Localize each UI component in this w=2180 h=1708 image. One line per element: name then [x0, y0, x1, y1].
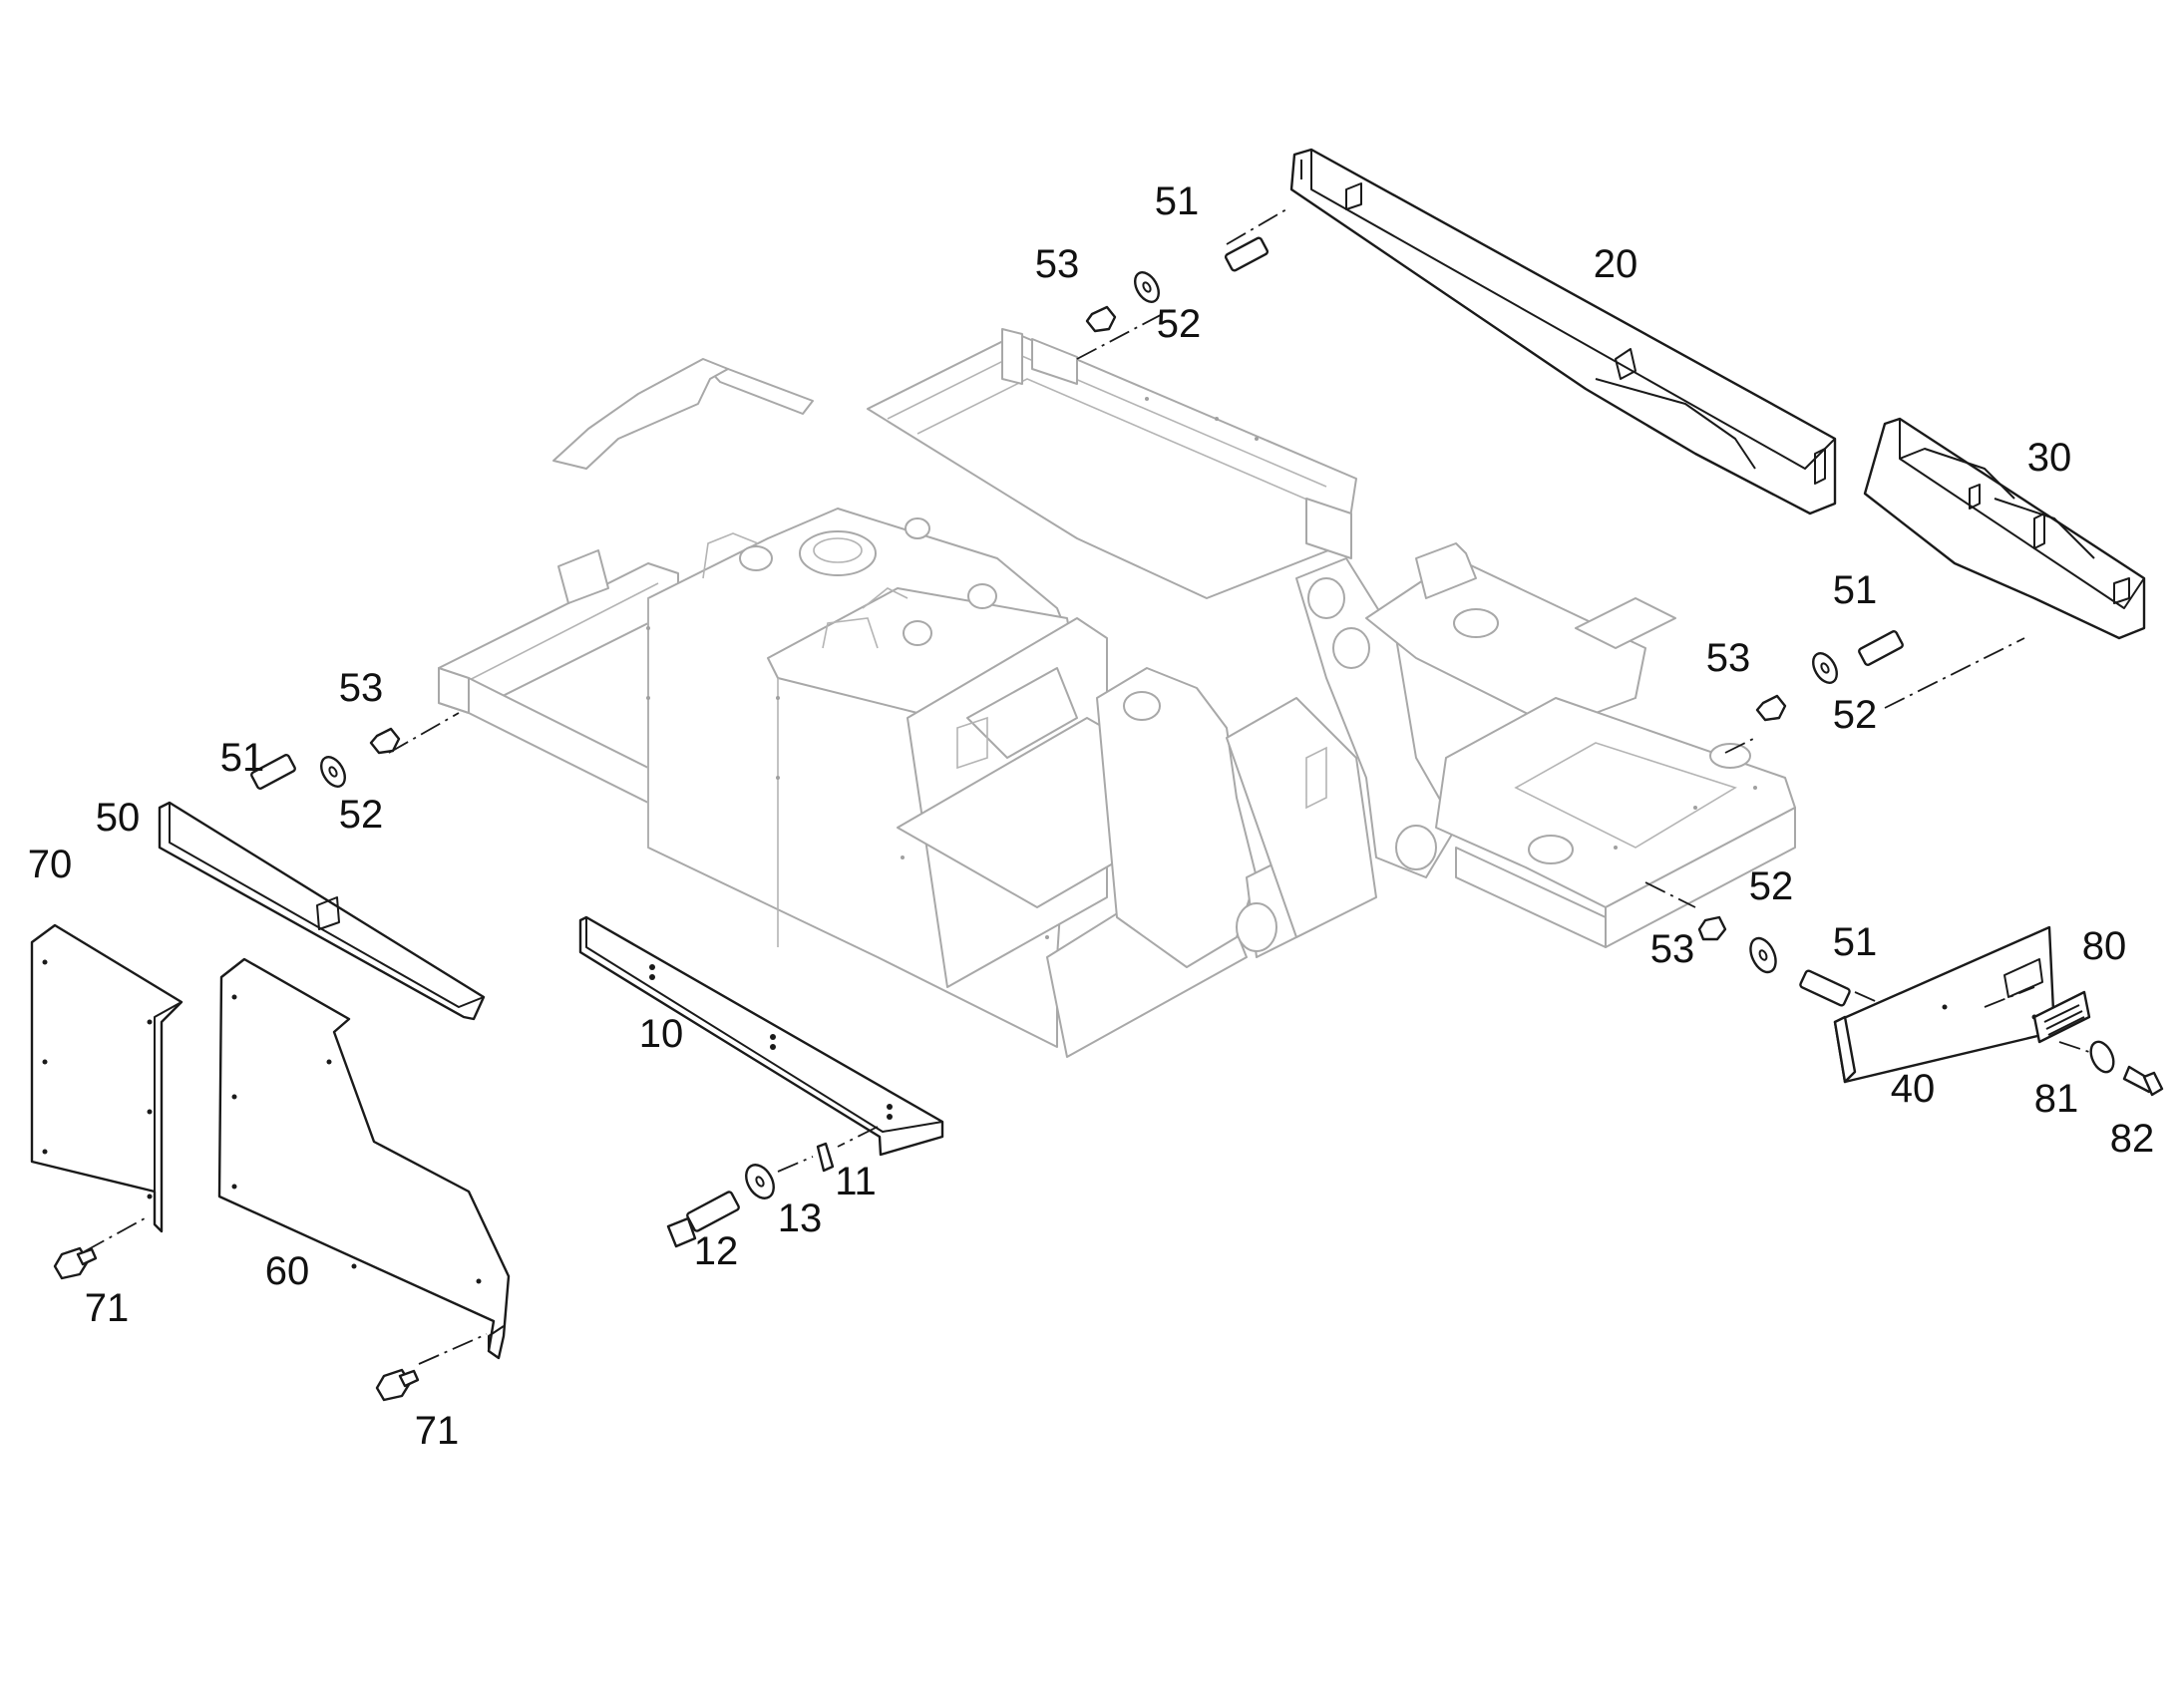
callout-71-a: 71: [85, 1286, 130, 1330]
callout-30: 30: [2027, 436, 2072, 480]
callout-81: 81: [2034, 1077, 2079, 1121]
callout-11: 11: [835, 1160, 877, 1203]
callout-80: 80: [2082, 924, 2127, 968]
callout-53-right-lower: 53: [1650, 927, 1695, 971]
callout-53-right-upper: 53: [1706, 636, 1751, 680]
callout-50: 50: [96, 796, 141, 840]
callout-52-right-lower: 52: [1749, 864, 1794, 908]
chassis-frame-ghost: [438, 328, 1796, 1058]
callout-51-right-upper: 51: [1833, 568, 1878, 612]
callout-53-left: 53: [339, 666, 384, 710]
callout-70: 70: [28, 843, 73, 886]
part-80-grille: [1984, 986, 2091, 1044]
callout-71-b: 71: [415, 1409, 460, 1453]
part-71-bolt-b: [375, 1368, 420, 1402]
part-40-front-cover: [1833, 925, 2056, 1084]
part-10-step-plate: [578, 915, 944, 1157]
part-71-bolt-a: [53, 1246, 98, 1280]
part-30-side-cover: [1863, 417, 2146, 640]
part-70-side-panel: [30, 923, 183, 1252]
callout-labels: 10 11 12 13 20 30 40 50 51 52 53 51 52 5…: [28, 179, 2155, 1453]
part-50-side-cover: [158, 801, 486, 1021]
bolt-kit-left: [250, 712, 460, 790]
callout-52-left: 52: [339, 793, 384, 837]
callout-10: 10: [639, 1012, 684, 1056]
callout-20: 20: [1594, 242, 1638, 286]
callout-52-upper: 52: [1157, 302, 1202, 346]
part-82-bolt: [2122, 1065, 2164, 1097]
part-20-rear-side-cover: [1289, 148, 1837, 515]
callout-13: 13: [778, 1196, 823, 1240]
callout-53-upper: 53: [1035, 242, 1080, 286]
callout-51-right-lower: 51: [1833, 920, 1878, 964]
callout-12: 12: [694, 1229, 739, 1273]
bolt-kit-right-upper: [1724, 630, 2025, 754]
callout-82: 82: [2110, 1117, 2155, 1161]
part-60-side-panel: [217, 957, 511, 1365]
part-12-bolt: [666, 1191, 740, 1248]
part-11-clip: [816, 1126, 879, 1173]
callout-40: 40: [1891, 1067, 1936, 1111]
callout-52-right-upper: 52: [1833, 693, 1878, 737]
part-81-washer: [2058, 1040, 2115, 1074]
part-13-washer: [745, 1156, 814, 1199]
callout-51-left: 51: [220, 736, 265, 780]
callout-51-upper: 51: [1155, 179, 1200, 223]
bolt-kit-upper: [1076, 208, 1287, 360]
callout-60: 60: [265, 1249, 310, 1293]
